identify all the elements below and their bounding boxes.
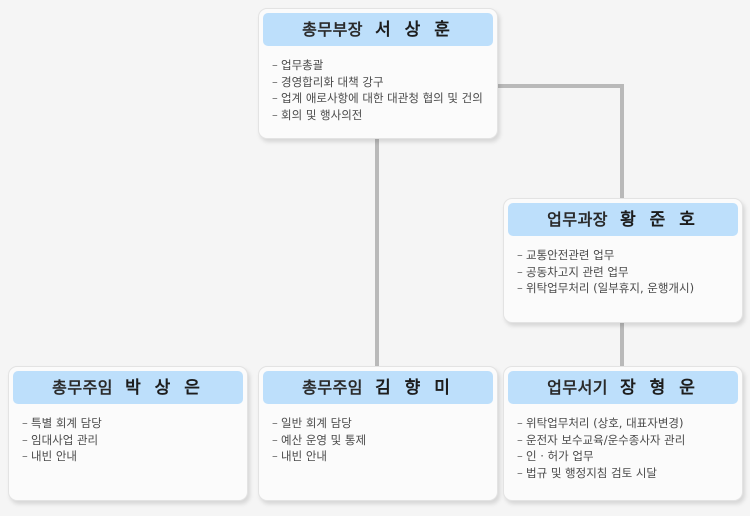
duty-text: 임대사업 관리 <box>31 432 99 447</box>
org-node-chief-body: –업무총괄 –경영합리화 대책 강구 –업계 애로사항에 대한 대관청 협의 및… <box>263 46 493 129</box>
org-node-chief[interactable]: 총무부장 서 상 훈 –업무총괄 –경영합리화 대책 강구 –업계 애로사항에 … <box>258 8 498 139</box>
org-node-manager[interactable]: 업무과장 황 준 호 –교통안전관련 업무 –공동차고지 관련 업무 –위탁업무… <box>503 198 743 323</box>
duty-text: 회의 및 행사의전 <box>281 107 363 122</box>
org-node-staff-park-body: –특별 회계 담당 –임대사업 관리 –내빈 안내 <box>13 404 243 471</box>
duty-text: 업무총괄 <box>281 58 324 72</box>
connector-chief-to-manager-vertical <box>620 84 624 201</box>
org-node-chief-header: 총무부장 서 상 훈 <box>263 13 493 46</box>
duty-text: 업계 애로사항에 대한 대관청 협의 및 건의 <box>281 91 483 105</box>
bullet-dash-icon: – <box>22 416 28 430</box>
org-node-staff-park-title: 총무주임 <box>52 378 114 397</box>
org-node-manager-header: 업무과장 황 준 호 <box>508 203 738 236</box>
bullet-dash-icon: – <box>517 281 523 295</box>
duty-item: –업계 애로사항에 대한 대관청 협의 및 건의 <box>272 90 488 107</box>
org-node-staff-kim-body: –일반 회계 담당 –예산 운영 및 통제 –내빈 안내 <box>263 404 493 471</box>
org-node-staff-kim-person: 김 향 미 <box>375 378 454 398</box>
org-node-manager-title: 업무과장 <box>547 210 609 229</box>
bullet-dash-icon: – <box>22 432 28 447</box>
bullet-dash-icon: – <box>517 465 523 480</box>
org-node-staff-kim-title: 총무주임 <box>302 378 364 397</box>
org-node-staff-kim-header: 총무주임 김 향 미 <box>263 371 493 404</box>
duty-item: –내빈 안내 <box>272 448 488 465</box>
org-node-staff-park-duty-list: –특별 회계 담당 –임대사업 관리 –내빈 안내 <box>22 415 238 465</box>
org-node-clerk-jang-title: 업무서기 <box>547 378 609 397</box>
bullet-dash-icon: – <box>517 416 523 430</box>
duty-text: 인 · 허가 업무 <box>526 449 594 463</box>
duty-text: 일반 회계 담당 <box>281 416 352 430</box>
duty-item: –회의 및 행사의전 <box>272 107 488 124</box>
duty-item: –내빈 안내 <box>22 448 238 465</box>
duty-item: –법규 및 행정지침 검토 시달 <box>517 465 733 482</box>
org-node-chief-duty-list: –업무총괄 –경영합리화 대책 강구 –업계 애로사항에 대한 대관청 협의 및… <box>272 57 488 123</box>
org-node-staff-park-person: 박 상 은 <box>125 378 204 398</box>
connector-chief-to-kim-vertical <box>375 138 379 370</box>
org-node-staff-kim[interactable]: 총무주임 김 향 미 –일반 회계 담당 –예산 운영 및 통제 –내빈 안내 <box>258 366 498 501</box>
duty-item: –특별 회계 담당 <box>22 415 238 432</box>
duty-text: 공동차고지 관련 업무 <box>526 264 629 279</box>
duty-text: 경영합리화 대책 강구 <box>281 74 384 89</box>
bullet-dash-icon: – <box>272 91 278 105</box>
duty-text: 위탁업무처리 (일부휴지, 운행개시) <box>526 281 695 295</box>
bullet-dash-icon: – <box>272 74 278 89</box>
bullet-dash-icon: – <box>517 432 523 447</box>
duty-item: –예산 운영 및 통제 <box>272 432 488 449</box>
bullet-dash-icon: – <box>517 449 523 463</box>
org-node-manager-person: 황 준 호 <box>620 210 699 230</box>
bullet-dash-icon: – <box>517 248 523 262</box>
duty-item: –업무총괄 <box>272 57 488 74</box>
org-node-clerk-jang-duty-list: –위탁업무처리 (상호, 대표자변경) –운전자 보수교육/운수종사자 관리 –… <box>517 415 733 481</box>
org-node-clerk-jang[interactable]: 업무서기 장 형 운 –위탁업무처리 (상호, 대표자변경) –운전자 보수교육… <box>503 366 743 501</box>
duty-text: 특별 회계 담당 <box>31 416 102 430</box>
duty-item: –위탁업무처리 (일부휴지, 운행개시) <box>517 280 733 297</box>
duty-text: 운전자 보수교육/운수종사자 관리 <box>526 432 686 447</box>
duty-item: –경영합리화 대책 강구 <box>272 74 488 91</box>
org-node-clerk-jang-body: –위탁업무처리 (상호, 대표자변경) –운전자 보수교육/운수종사자 관리 –… <box>508 404 738 487</box>
duty-text: 위탁업무처리 (상호, 대표자변경) <box>526 416 684 430</box>
bullet-dash-icon: – <box>272 58 278 72</box>
bullet-dash-icon: – <box>272 449 278 463</box>
bullet-dash-icon: – <box>272 432 278 447</box>
duty-text: 법규 및 행정지침 검토 시달 <box>526 465 658 480</box>
bullet-dash-icon: – <box>272 107 278 122</box>
org-node-chief-title: 총무부장 <box>302 20 364 39</box>
org-node-staff-park[interactable]: 총무주임 박 상 은 –특별 회계 담당 –임대사업 관리 –내빈 안내 <box>8 366 248 501</box>
duty-item: –운전자 보수교육/운수종사자 관리 <box>517 432 733 449</box>
duty-item: –위탁업무처리 (상호, 대표자변경) <box>517 415 733 432</box>
duty-item: –인 · 허가 업무 <box>517 448 733 465</box>
connector-manager-to-clerk-vertical <box>620 320 624 370</box>
duty-text: 교통안전관련 업무 <box>526 248 615 262</box>
duty-text: 예산 운영 및 통제 <box>281 432 367 447</box>
org-node-clerk-jang-person: 장 형 운 <box>620 378 699 398</box>
org-node-manager-body: –교통안전관련 업무 –공동차고지 관련 업무 –위탁업무처리 (일부휴지, 운… <box>508 236 738 303</box>
org-node-chief-person: 서 상 훈 <box>375 20 454 40</box>
connector-chief-to-manager-horizontal <box>495 84 624 88</box>
org-node-clerk-jang-header: 업무서기 장 형 운 <box>508 371 738 404</box>
org-node-staff-kim-duty-list: –일반 회계 담당 –예산 운영 및 통제 –내빈 안내 <box>272 415 488 465</box>
duty-item: –교통안전관련 업무 <box>517 247 733 264</box>
duty-text: 내빈 안내 <box>31 449 77 463</box>
duty-text: 내빈 안내 <box>281 449 327 463</box>
duty-item: –공동차고지 관련 업무 <box>517 264 733 281</box>
bullet-dash-icon: – <box>272 416 278 430</box>
bullet-dash-icon: – <box>22 449 28 463</box>
bullet-dash-icon: – <box>517 264 523 279</box>
org-node-staff-park-header: 총무주임 박 상 은 <box>13 371 243 404</box>
duty-item: –일반 회계 담당 <box>272 415 488 432</box>
duty-item: –임대사업 관리 <box>22 432 238 449</box>
org-node-manager-duty-list: –교통안전관련 업무 –공동차고지 관련 업무 –위탁업무처리 (일부휴지, 운… <box>517 247 733 297</box>
